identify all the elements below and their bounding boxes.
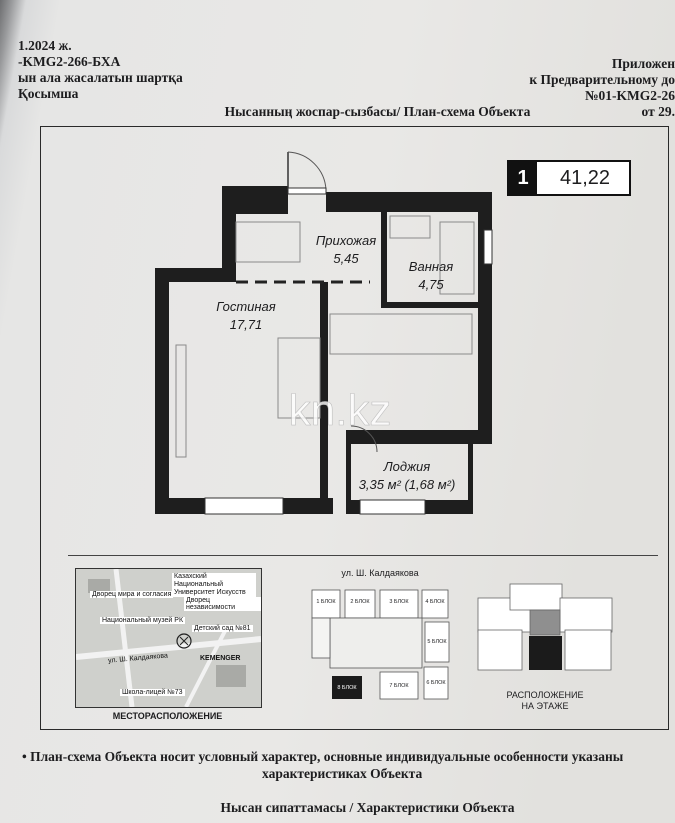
sink [389, 215, 431, 239]
room-living-area: 17,71 [229, 317, 263, 332]
plan-note: • План-схема Объекта носит условный хара… [22, 748, 675, 782]
wall-hall-left [222, 186, 236, 282]
room-bath-name: Ванная [408, 259, 454, 274]
room-hall-name: Прихожая [315, 233, 377, 248]
watermark: kn.kz [289, 386, 392, 435]
room-loggia-area: 3,35 м² (1,68 м²) [358, 477, 456, 492]
header-right-date: от 29. [641, 104, 675, 119]
door-threshold [287, 187, 327, 195]
bed [277, 337, 321, 419]
window-loggia [359, 499, 426, 515]
floor-caption: РАСПОЛОЖЕНИЕ НА ЭТАЖЕ [478, 690, 612, 712]
apartment-badge: 1 41,22 [507, 160, 631, 196]
header-left-contract: -KMG2-266-БХА [18, 54, 121, 69]
wall-loggia-left [346, 430, 351, 514]
header-right-to: к Предварительному до [529, 72, 675, 87]
block-1: 1 БЛОК [316, 599, 336, 605]
block-6: 6 БЛОК [426, 680, 446, 686]
header-right-contract: №01-KMG2-26 [584, 88, 675, 103]
header-right-annex: Приложен [611, 56, 675, 71]
wall-bath-bottom [381, 302, 478, 308]
door-swing [287, 151, 327, 191]
wall-bottom-a [155, 498, 205, 514]
header-left-date: 1.2024 ж. [18, 38, 72, 53]
block-7: 7 БЛОК [389, 683, 409, 689]
wall-bottom-b [283, 498, 333, 514]
map-label-museum: Национальный музей РК [100, 617, 186, 624]
wall-bath-left [381, 212, 387, 306]
block-8-highlight [332, 676, 362, 699]
map-roads [76, 569, 261, 707]
note-line2: характеристиках Объекта [262, 766, 423, 781]
room-hall: Прихожая 5,45 [296, 232, 396, 268]
plan-title: Нысанның жоспар-сызбасы/ План-схема Объе… [224, 104, 531, 119]
bathtub [439, 221, 475, 295]
header-left-subtitle: ын ала жасалатын шартқа [18, 70, 183, 85]
loggia-door-swing [350, 425, 378, 453]
map-pin-icon [176, 633, 192, 649]
header-left-annex: Қосымша [18, 86, 79, 101]
block-4: 4 БЛОК [425, 599, 445, 605]
wall-top-right [326, 192, 492, 212]
map-label-university: Казахский Национальный Университет Искус… [172, 573, 256, 597]
plan-frame [40, 126, 669, 730]
wall-loggia-bottom-left [346, 500, 360, 514]
header-right: Приложен к Предварительному до №01-KMG2-… [529, 56, 675, 120]
tv-stand [175, 344, 187, 458]
window-living [204, 497, 284, 515]
bullet-icon: • [22, 749, 31, 764]
blocks-street-label: ул. Ш. Калдаякова [341, 568, 419, 578]
wall-partition [320, 282, 328, 498]
apartment-position [529, 636, 562, 670]
wardrobe [235, 221, 301, 263]
block-8: 8 БЛОК [337, 685, 357, 691]
characteristics-title: Нысан сипаттамасы / Характеристики Объек… [220, 800, 515, 815]
location-map: Казахский Национальный Университет Искус… [75, 568, 262, 708]
room-bath: Ванная 4,75 [384, 258, 478, 294]
room-hall-area: 5,45 [333, 251, 359, 266]
header-left: 1.2024 ж. -KMG2-266-БХА ын ала жасалатын… [18, 38, 183, 102]
wall-living-top [155, 268, 236, 282]
block-2: 2 БЛОК [350, 599, 370, 605]
map-label-kindergarten: Детский сад №81 [192, 625, 253, 632]
wall-loggia-top [346, 430, 492, 444]
kitchen-counter [329, 313, 473, 355]
room-loggia-name: Лоджия [383, 459, 431, 474]
map-label-school: Школа-лицей №73 [120, 689, 185, 696]
total-area: 41,22 [559, 167, 611, 189]
divider [68, 555, 658, 557]
map-label-independence-palace: Дворец независимости [184, 597, 261, 611]
floor-caption-line1: РАСПОЛОЖЕНИЕ [506, 690, 584, 700]
window-bath [483, 229, 493, 265]
room-living: Гостиная 17,71 [196, 298, 296, 334]
note-line1: План-схема Объекта носит условный характ… [30, 749, 624, 764]
room-count: 1 [509, 162, 537, 194]
room-bath-area: 4,75 [418, 277, 444, 292]
wall-loggia-right [468, 444, 473, 514]
map-label-peace-palace: Дворец мира и согласия [90, 591, 174, 598]
map-label-kemenger: KEMENGER [200, 655, 241, 662]
block-3: 3 БЛОК [389, 599, 409, 605]
wall-loggia-bottom-right [425, 500, 473, 514]
room-loggia: Лоджия 3,35 м² (1,68 м²) [346, 458, 468, 494]
room-living-name: Гостиная [216, 299, 276, 314]
block-5: 5 БЛОК [427, 639, 447, 645]
location-caption: МЕСТОРАСПОЛОЖЕНИЕ [112, 711, 223, 721]
floor-caption-line2: НА ЭТАЖЕ [521, 701, 569, 711]
wall-living-left [155, 268, 169, 514]
